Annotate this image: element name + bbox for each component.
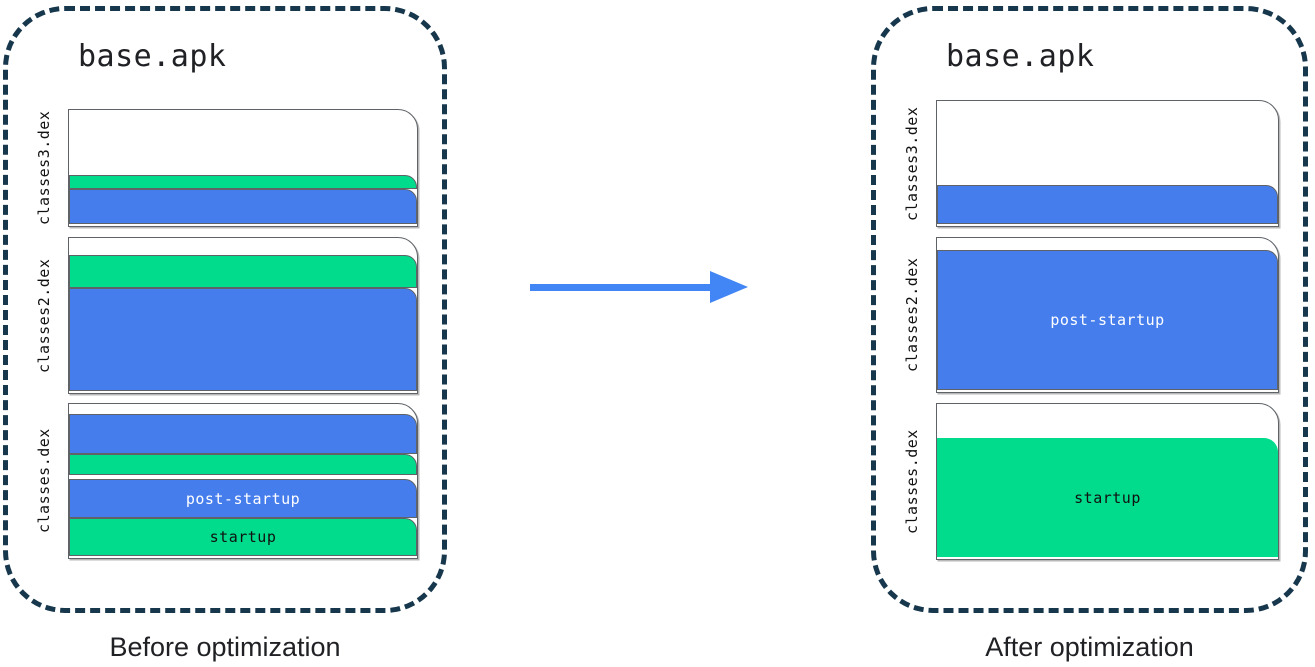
apk-panel-after: base.apk classes3.dex classes2.dex post-st… (871, 6, 1308, 613)
caption-after: After optimization (985, 632, 1194, 662)
green-segment-band (69, 175, 417, 189)
dex-file-box: post-startup (936, 237, 1279, 393)
band-label: startup (1074, 488, 1141, 507)
arrow-right-icon (710, 271, 748, 303)
green-segment-band (69, 255, 417, 288)
dex-file-box: startup (936, 403, 1279, 560)
dex-file-row: classes2.dex (8, 237, 442, 394)
blue-segment-band (69, 414, 417, 454)
blue-segment-band: post-startup (937, 250, 1278, 390)
green-segment-band: startup (937, 438, 1278, 557)
dex-file-box (68, 109, 418, 227)
apk-panel-before: base.apk classes3.dex classes2.dex classes… (3, 6, 447, 613)
blue-segment-band (69, 189, 417, 224)
dex-file-label: classes3.dex (35, 110, 53, 226)
green-segment-band: startup (69, 518, 417, 556)
apk-title-before: base.apk (78, 39, 227, 74)
apk-title-after: base.apk (946, 39, 1095, 74)
green-segment-band (69, 454, 417, 475)
blue-segment-band: post-startup (69, 479, 417, 518)
blue-segment-band (937, 185, 1278, 224)
dex-file-label: classes.dex (35, 428, 53, 534)
arrow-line (530, 284, 713, 291)
dex-file-row: classes.dex startup (876, 403, 1303, 560)
dex-file-label: classes2.dex (903, 257, 921, 373)
dex-file-row: classes3.dex (876, 100, 1303, 227)
band-label: startup (209, 528, 277, 546)
dex-file-box (936, 100, 1279, 227)
band-label: post-startup (185, 489, 301, 508)
dex-file-box: post-startup startup (68, 403, 418, 559)
dex-file-label: classes.dex (903, 429, 921, 534)
dex-file-box (68, 237, 418, 394)
dex-file-label: classes3.dex (903, 106, 921, 221)
dex-file-row: classes.dex post-startup startup (8, 403, 442, 559)
dex-file-label: classes2.dex (35, 258, 53, 373)
band-label: post-startup (1050, 311, 1165, 329)
dex-file-row: classes2.dex post-startup (876, 237, 1303, 393)
dex-file-row: classes3.dex (8, 109, 442, 227)
blue-segment-band (69, 288, 417, 391)
caption-before: Before optimization (109, 632, 341, 662)
